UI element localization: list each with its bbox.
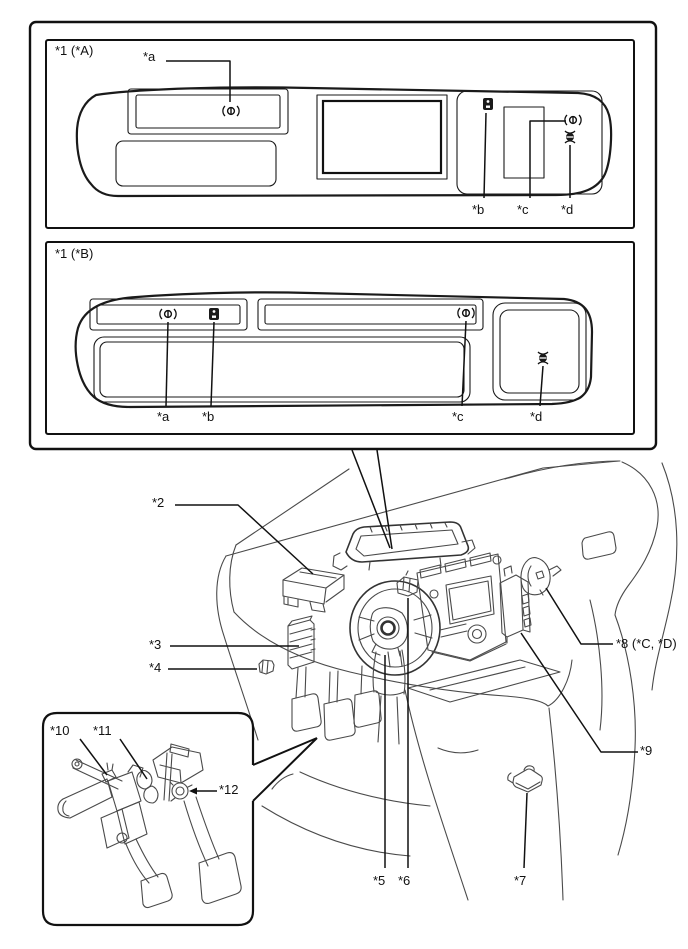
- leader-12-arrowhead: [189, 787, 197, 795]
- ecu-3: [287, 615, 316, 670]
- bracket-8: [520, 557, 562, 596]
- callout-c1: *c: [517, 202, 529, 217]
- upper-tray-a: [115, 140, 277, 187]
- leader-2: [175, 504, 314, 575]
- callout-4: *4: [149, 660, 162, 675]
- display-screen-a: [321, 99, 443, 175]
- outer-callout-box: [28, 20, 658, 451]
- ecu-9: [499, 565, 532, 644]
- callout-c2: *c: [452, 409, 464, 424]
- leader-7: [523, 792, 528, 869]
- clip-icon: [209, 308, 219, 320]
- leader-8: [545, 587, 613, 645]
- leader-10: [79, 738, 108, 776]
- passenger-section-b-inner: [499, 309, 580, 394]
- callout-d2: *d: [530, 409, 543, 424]
- dash-top-edge-2: [235, 468, 350, 546]
- callout-b1: *b: [472, 202, 485, 217]
- callout-12: *12: [219, 782, 239, 797]
- view-a-label: *1 (*A): [55, 43, 94, 58]
- view-b-box: [45, 241, 635, 435]
- callout-b2: *b: [202, 409, 215, 424]
- instrument-cluster: [332, 521, 476, 571]
- dash-left-inner: [229, 544, 237, 613]
- right-opening-b-inner: [264, 304, 477, 325]
- clip-4: [258, 659, 275, 675]
- glovebox-lower: [547, 659, 573, 707]
- center-stack: [416, 552, 507, 662]
- dashboard-outline-b: [74, 291, 594, 409]
- pedals-main: [291, 665, 382, 741]
- leader-b2: [210, 321, 215, 407]
- floor-console: [261, 659, 564, 901]
- column-bracket-6: [396, 570, 419, 597]
- right-opening-b: [257, 298, 484, 331]
- leader-cluster-2: [376, 449, 393, 550]
- leader-cluster-1: [351, 449, 391, 549]
- view-a-box: [45, 39, 635, 229]
- lower-tray-b: [93, 336, 471, 403]
- dashboard-perspective: [168, 449, 678, 901]
- callout-a2: *a: [157, 409, 170, 424]
- display-opening-a: [316, 94, 448, 180]
- dash-top-edge: [225, 460, 620, 557]
- steering-wheel: [349, 570, 441, 745]
- spiral-cable-5: [369, 607, 408, 657]
- callout-7: *7: [514, 873, 527, 888]
- clip-icon: [483, 98, 493, 110]
- pedal-box-pointer: [252, 737, 318, 802]
- grommet-icon: [564, 114, 582, 126]
- pedal-inset: [41, 711, 318, 927]
- dash-lower-edge: [233, 611, 549, 707]
- view-a-panel: [75, 60, 613, 199]
- leader-a2: [165, 321, 169, 407]
- callout-2: *2: [152, 495, 165, 510]
- cluster-opening-a: [127, 88, 289, 135]
- grommet-icon: [222, 105, 240, 117]
- leader-c1: [529, 120, 566, 198]
- dashboard-outline-a: [75, 86, 613, 198]
- callout-8: *8 (*C, *D): [616, 636, 677, 651]
- callout-a1: *a: [143, 49, 156, 64]
- leader-d2: [539, 365, 544, 407]
- view-b-panel: [74, 291, 594, 409]
- leader-b1: [483, 112, 487, 199]
- leader-9: [520, 632, 638, 753]
- leader-c2: [461, 320, 467, 407]
- callout-6: *6: [398, 873, 411, 888]
- passenger-opening-a: [503, 106, 545, 179]
- leader-11: [119, 738, 148, 780]
- windshield-base: [504, 460, 621, 480]
- pedal-box: [41, 711, 255, 927]
- callout-3: *3: [149, 637, 162, 652]
- lower-tray-b-inner: [99, 341, 465, 398]
- callout-5: *5: [373, 873, 386, 888]
- callout-d1: *d: [561, 202, 574, 217]
- grommet-icon: [159, 308, 177, 320]
- connector-7: [507, 765, 543, 793]
- callout-9: *9: [640, 743, 653, 758]
- leader-a1: [166, 60, 231, 102]
- grommet-h-icon: [564, 130, 576, 144]
- passenger-section-b: [492, 302, 587, 401]
- pedal-assembly: [57, 743, 242, 909]
- door-handle: [581, 531, 617, 560]
- door-outline: [581, 461, 678, 856]
- callout-11: *11: [93, 723, 112, 738]
- grommet-h-icon: [537, 351, 549, 365]
- grommet-icon: [457, 307, 475, 319]
- callout-10: *10: [50, 723, 70, 738]
- dash-left-end: [216, 555, 259, 741]
- ecu-2: [282, 567, 345, 613]
- cluster-opening-a-inner: [135, 94, 281, 129]
- view-b-label: *1 (*B): [55, 246, 94, 261]
